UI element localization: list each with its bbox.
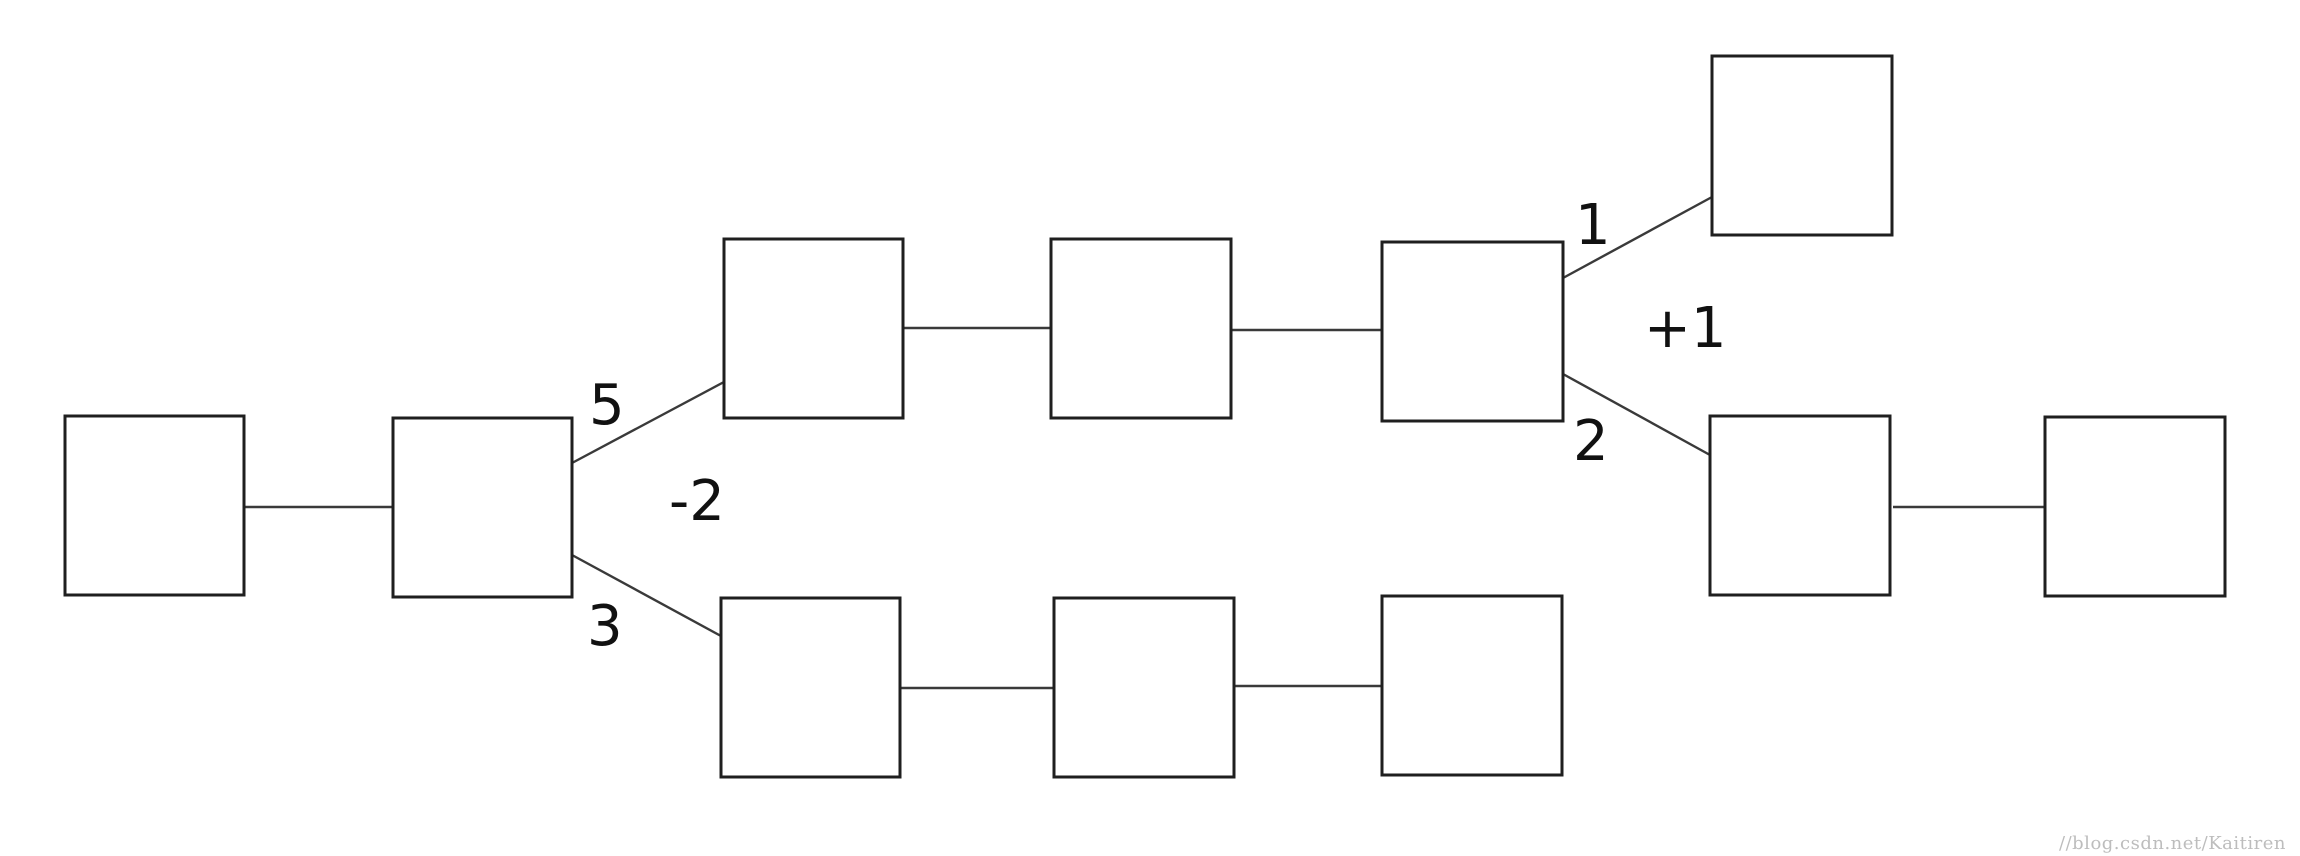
nodes — [63, 54, 2227, 779]
node-lower-3 — [1380, 594, 1564, 777]
node-upper-1 — [722, 237, 905, 420]
labels: 5 3 -2 1 2 +1 — [587, 193, 1727, 659]
node-2 — [391, 416, 574, 599]
difference-label-right: +1 — [1644, 296, 1727, 361]
node-leaf-right — [2043, 415, 2227, 598]
edge-upper-3-to-branch-lower — [1562, 372, 1711, 457]
edge-node2-to-upper-1 — [571, 380, 725, 465]
edge-label-top-branch: 5 — [589, 373, 625, 438]
edge-upper-3-to-leaf-top — [1562, 195, 1713, 280]
node-lower-1 — [719, 596, 902, 779]
edge-label-upper-leaf: 1 — [1575, 193, 1611, 258]
edge-label-lower-leaf: 2 — [1573, 409, 1609, 474]
edge-node2-to-lower-1 — [571, 553, 722, 638]
node-root — [63, 414, 246, 597]
node-branch-lower — [1708, 414, 1892, 597]
edges — [244, 195, 2045, 690]
node-leaf-top — [1710, 54, 1894, 237]
watermark-text: //blog.csdn.net/Kaitiren — [2059, 833, 2286, 854]
edge-label-bottom-branch: 3 — [587, 594, 623, 659]
node-upper-3 — [1380, 240, 1565, 423]
node-upper-2 — [1049, 237, 1233, 420]
difference-label-left: -2 — [669, 469, 725, 534]
node-lower-2 — [1052, 596, 1236, 779]
